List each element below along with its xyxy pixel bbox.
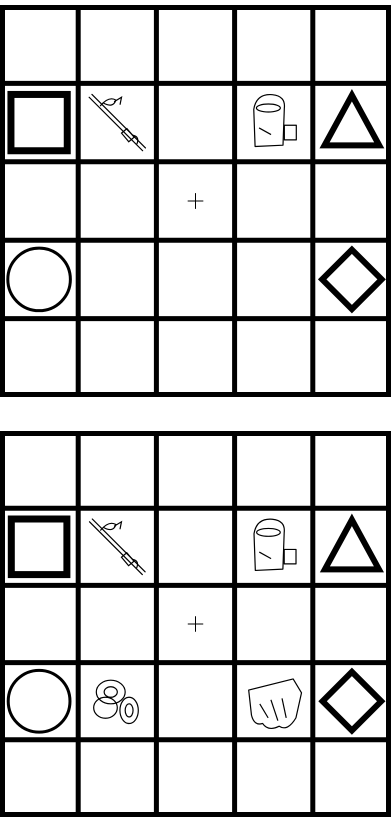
cell-r2-c5[interactable] — [313, 508, 391, 585]
cell-r2-c2[interactable] — [78, 508, 156, 585]
cell-r2-c1[interactable] — [0, 508, 78, 585]
cell-r1-c3[interactable] — [156, 431, 234, 508]
cell-r3-c2[interactable] — [78, 585, 156, 662]
cell-r3-c1[interactable] — [0, 162, 78, 240]
cell-r4-c1[interactable] — [0, 663, 78, 740]
cell-r3-c1[interactable] — [0, 585, 78, 662]
cell-r5-c1[interactable] — [0, 740, 78, 817]
cell-r1-c1[interactable] — [0, 431, 78, 508]
cell-r1-c4[interactable] — [235, 431, 313, 508]
cell-r5-c2[interactable] — [78, 319, 156, 397]
cell-r3-c2[interactable] — [78, 162, 156, 240]
cell-r3-c4[interactable] — [235, 162, 313, 240]
cell-r1-c5[interactable] — [313, 431, 391, 508]
cell-r5-c3[interactable] — [156, 319, 234, 397]
cell-r3-c5[interactable] — [313, 585, 391, 662]
cell-r2-c2[interactable] — [78, 83, 156, 161]
cell-r4-c4[interactable] — [235, 663, 313, 740]
cell-r3-c3[interactable] — [156, 585, 234, 662]
cell-r4-c2[interactable] — [78, 663, 156, 740]
cell-r1-c1[interactable] — [0, 5, 78, 83]
cell-r3-c3[interactable] — [156, 162, 234, 240]
cell-r1-c2[interactable] — [78, 5, 156, 83]
cell-r1-c3[interactable] — [156, 5, 234, 83]
cell-r1-c5[interactable] — [313, 5, 391, 83]
cell-r5-c4[interactable] — [235, 319, 313, 397]
cell-r4-c4[interactable] — [235, 240, 313, 318]
game-board-top — [0, 5, 391, 397]
cell-r2-c4[interactable] — [235, 83, 313, 161]
cell-r5-c2[interactable] — [78, 740, 156, 817]
cell-r1-c2[interactable] — [78, 431, 156, 508]
cell-r3-c4[interactable] — [235, 585, 313, 662]
cell-r2-c5[interactable] — [313, 83, 391, 161]
game-board-bottom — [0, 431, 391, 817]
cell-r4-c5[interactable] — [313, 240, 391, 318]
cell-r5-c4[interactable] — [235, 740, 313, 817]
cell-r5-c3[interactable] — [156, 740, 234, 817]
cell-r2-c3[interactable] — [156, 83, 234, 161]
cell-r2-c1[interactable] — [0, 83, 78, 161]
cell-r4-c3[interactable] — [156, 240, 234, 318]
cell-r5-c5[interactable] — [313, 740, 391, 817]
cell-r4-c5[interactable] — [313, 663, 391, 740]
cell-r5-c5[interactable] — [313, 319, 391, 397]
cell-r3-c5[interactable] — [313, 162, 391, 240]
cell-r4-c1[interactable] — [0, 240, 78, 318]
cell-r2-c4[interactable] — [235, 508, 313, 585]
cell-r2-c3[interactable] — [156, 508, 234, 585]
cell-r4-c2[interactable] — [78, 240, 156, 318]
cell-r1-c4[interactable] — [235, 5, 313, 83]
cell-r4-c3[interactable] — [156, 663, 234, 740]
cell-r5-c1[interactable] — [0, 319, 78, 397]
